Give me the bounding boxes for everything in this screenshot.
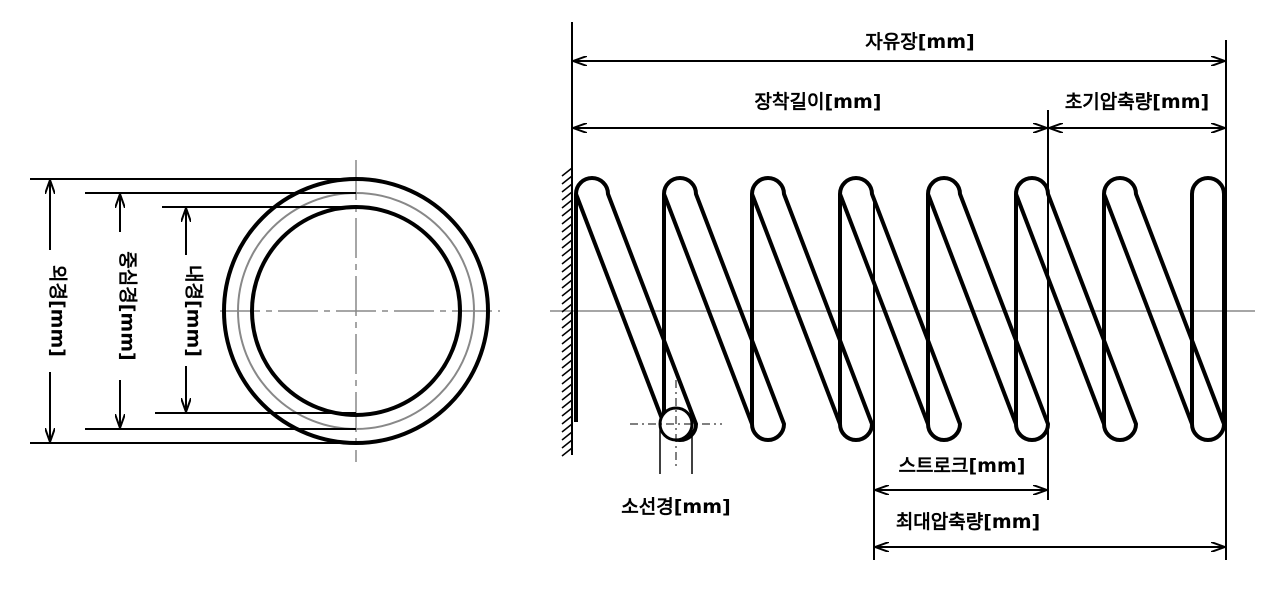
fixed-wall	[561, 162, 573, 457]
hatch-line	[561, 407, 573, 417]
hatch-line	[561, 247, 573, 257]
hatch-line	[561, 311, 573, 321]
hatch-line	[561, 183, 573, 193]
coil-back-strand	[574, 193, 666, 425]
coil-back-strand	[838, 193, 930, 425]
hatch-line	[561, 375, 573, 385]
hatch-line	[561, 447, 573, 457]
hatch-line	[561, 295, 573, 305]
hatch-line	[561, 343, 573, 353]
hatch-line	[561, 199, 573, 209]
coil-back-strand	[1014, 193, 1106, 425]
spring-coil	[574, 176, 1226, 442]
end-view: 외경[mm] 중심경[mm] 내경[mm]	[30, 160, 500, 462]
hatch-line	[561, 263, 573, 273]
hatch-line	[561, 391, 573, 401]
coil-back-strand	[1102, 193, 1194, 425]
mean-diameter-label: 중심경[mm]	[117, 251, 139, 360]
hatch-line	[561, 359, 573, 369]
hatch-line	[561, 439, 573, 449]
outer-diameter-label: 외경[mm]	[47, 265, 69, 357]
hatch-line	[561, 431, 573, 441]
hatch-line	[561, 351, 573, 361]
coil-back-strand	[926, 193, 1018, 425]
hatch-line	[561, 255, 573, 265]
inner-diameter-label: 내경[mm]	[183, 265, 205, 357]
free-length-label: 자유장[mm]	[865, 31, 974, 53]
hatch-line	[561, 207, 573, 217]
hatch-line	[561, 319, 573, 329]
stroke-label: 스트로크[mm]	[899, 455, 1026, 477]
hatch-line	[561, 423, 573, 433]
hatch-line	[561, 303, 573, 313]
installed-length-label: 장착길이[mm]	[755, 91, 882, 113]
hatch-line	[561, 231, 573, 241]
side-view: 소선경[mm] 자유장[mm] 장착길이[mm] 초기압축량[mm] 스트로크[…	[550, 22, 1255, 560]
hatch-line	[561, 367, 573, 377]
hatch-line	[561, 239, 573, 249]
coil-back-strand	[662, 193, 754, 425]
coil-back-strand	[750, 193, 842, 425]
hatch-line	[561, 215, 573, 225]
hatch-line	[561, 223, 573, 233]
hatch-line	[561, 279, 573, 289]
wire-diameter-label: 소선경[mm]	[621, 496, 730, 518]
hatch-line	[561, 383, 573, 393]
hatch-line	[561, 335, 573, 345]
initial-compression-label: 초기압축량[mm]	[1065, 91, 1209, 113]
hatch-line	[561, 167, 573, 177]
hatch-line	[561, 175, 573, 185]
hatch-line	[561, 327, 573, 337]
hatch-line	[561, 271, 573, 281]
max-compression-label: 최대압축량[mm]	[896, 511, 1040, 533]
hatch-line	[561, 287, 573, 297]
hatch-line	[561, 191, 573, 201]
hatch-line	[561, 415, 573, 425]
hatch-line	[561, 399, 573, 409]
